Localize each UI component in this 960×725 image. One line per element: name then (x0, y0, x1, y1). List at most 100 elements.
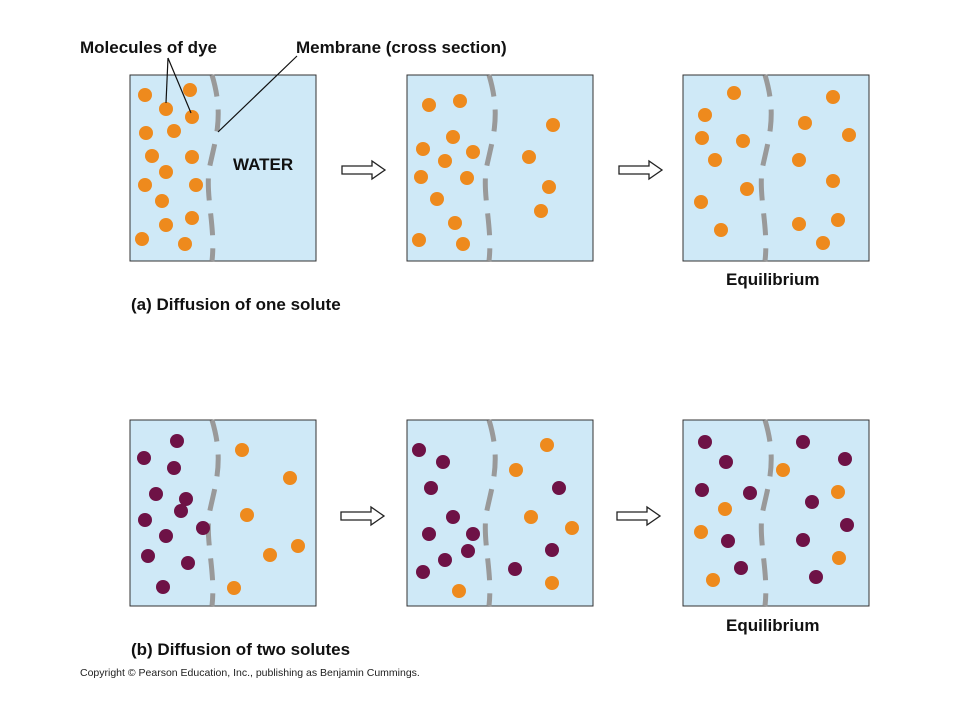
dye-molecule-purple (196, 521, 210, 535)
dye-molecule-orange (453, 94, 467, 108)
dye-molecule-purple (174, 504, 188, 518)
dye-molecule-orange (240, 508, 254, 522)
dye-molecule-orange (263, 548, 277, 562)
dye-molecule-orange (714, 223, 728, 237)
dye-molecule-purple (416, 565, 430, 579)
dye-molecule-orange (826, 90, 840, 104)
dye-molecule-orange (460, 171, 474, 185)
dye-molecule-purple (438, 553, 452, 567)
dye-molecule-orange (416, 142, 430, 156)
dye-molecule-orange (185, 110, 199, 124)
dye-molecule-orange (235, 443, 249, 457)
dye-molecule-orange (832, 551, 846, 565)
dye-molecule-purple (149, 487, 163, 501)
dye-molecule-orange (524, 510, 538, 524)
dye-molecule-orange (534, 204, 548, 218)
dye-molecule-orange (138, 88, 152, 102)
dye-molecule-orange (565, 521, 579, 535)
dye-molecule-purple (422, 527, 436, 541)
dye-molecule-orange (792, 217, 806, 231)
dye-molecule-orange (145, 149, 159, 163)
dye-molecule-purple (170, 434, 184, 448)
dye-molecule-purple (167, 461, 181, 475)
label-molecules-of-dye: Molecules of dye (80, 38, 217, 57)
dye-molecule-orange (798, 116, 812, 130)
dye-molecule-orange (776, 463, 790, 477)
dye-molecule-purple (545, 543, 559, 557)
dye-molecule-orange (422, 98, 436, 112)
dye-molecule-orange (694, 195, 708, 209)
dye-molecule-orange (456, 237, 470, 251)
dye-molecule-purple (805, 495, 819, 509)
pointer-line-dye (167, 57, 192, 114)
dye-molecule-orange (452, 584, 466, 598)
dye-molecule-orange (736, 134, 750, 148)
dye-molecule-orange (139, 126, 153, 140)
dye-molecule-purple (424, 481, 438, 495)
dye-molecule-orange (178, 237, 192, 251)
dye-molecule-orange (138, 178, 152, 192)
dye-molecule-orange (816, 236, 830, 250)
membrane-line (205, 74, 221, 262)
dye-molecule-orange (438, 154, 452, 168)
water-box (129, 419, 317, 607)
label-equilibrium-b: Equilibrium (726, 616, 820, 635)
panel-a3 (682, 74, 870, 262)
dye-molecule-orange (159, 102, 173, 116)
dye-molecule-purple (159, 529, 173, 543)
water-box (406, 419, 594, 607)
dye-molecule-orange (694, 525, 708, 539)
membrane-line (758, 74, 774, 262)
dye-molecule-orange (831, 213, 845, 227)
caption-b: (b) Diffusion of two solutes (131, 640, 351, 659)
dye-molecule-purple (698, 435, 712, 449)
copyright-notice: Copyright © Pearson Education, Inc., pub… (80, 667, 420, 679)
dye-molecule-orange (792, 153, 806, 167)
dye-molecule-orange (159, 165, 173, 179)
dye-molecule-orange (545, 576, 559, 590)
dye-molecule-orange (706, 573, 720, 587)
dye-molecule-orange (155, 194, 169, 208)
dye-molecule-orange (546, 118, 560, 132)
dye-molecule-purple (840, 518, 854, 532)
dye-molecule-orange (831, 485, 845, 499)
pointer-line-dye (165, 57, 169, 104)
dye-molecule-orange (227, 581, 241, 595)
dye-molecule-orange (183, 83, 197, 97)
dye-molecule-orange (509, 463, 523, 477)
panel-b2 (406, 419, 594, 607)
dye-molecule-orange (695, 131, 709, 145)
dye-molecule-orange (291, 539, 305, 553)
label-membrane: Membrane (cross section) (296, 38, 507, 57)
label-water: WATER (233, 155, 294, 174)
dye-molecule-orange (708, 153, 722, 167)
panel-a1 (129, 74, 317, 262)
dye-molecule-purple (796, 435, 810, 449)
dye-molecule-orange (446, 130, 460, 144)
dye-molecule-orange (283, 471, 297, 485)
dye-molecule-orange (135, 232, 149, 246)
dye-molecule-purple (138, 513, 152, 527)
arrow-right-icon (341, 159, 387, 181)
membrane-line (482, 74, 498, 262)
dye-molecule-purple (141, 549, 155, 563)
dye-molecule-purple (137, 451, 151, 465)
dye-molecule-orange (414, 170, 428, 184)
dye-molecule-purple (466, 527, 480, 541)
dye-molecule-purple (734, 561, 748, 575)
dye-molecule-orange (842, 128, 856, 142)
dye-molecule-purple (508, 562, 522, 576)
arrow-right-icon (340, 505, 386, 527)
pointer-line-membrane (217, 55, 298, 133)
dye-molecule-purple (552, 481, 566, 495)
dye-molecule-purple (181, 556, 195, 570)
dye-molecule-purple (461, 544, 475, 558)
arrow-right-icon (618, 159, 664, 181)
dye-molecule-orange (698, 108, 712, 122)
dye-molecule-orange (826, 174, 840, 188)
dye-molecule-purple (179, 492, 193, 506)
dye-molecule-orange (412, 233, 426, 247)
dye-molecule-orange (448, 216, 462, 230)
dye-molecule-orange (740, 182, 754, 196)
